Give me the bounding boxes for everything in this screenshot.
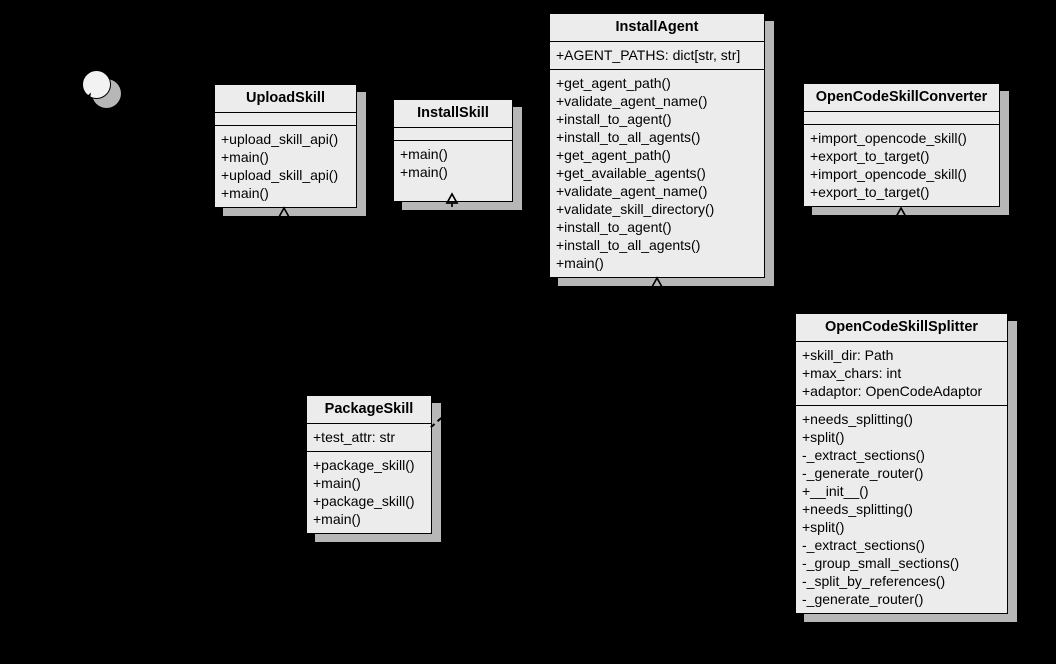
member-line: +needs_splitting()	[802, 501, 913, 517]
member-line: +import_opencode_skill()	[810, 166, 967, 182]
member-line: -_split_by_references()	[802, 573, 946, 589]
member-line: +AGENT_PATHS: dict[str, str]	[556, 47, 741, 63]
class-box-opencode-skill-splitter: OpenCodeSkillSplitter +skill_dir: Path +m…	[795, 313, 1008, 614]
class-title: PackageSkill	[307, 396, 431, 424]
class-methods: +get_agent_path() +validate_agent_name() +…	[550, 70, 764, 277]
class-attributes	[804, 112, 999, 125]
member-line: +skill_dir: Path	[802, 347, 894, 363]
class-methods: +import_opencode_skill() +export_to_targe…	[804, 125, 999, 206]
class-title: InstallSkill	[394, 100, 512, 128]
member-line: +get_agent_path()	[556, 75, 671, 91]
inheritance-arrowhead-icon	[650, 276, 664, 292]
member-line: +main()	[556, 255, 604, 271]
member-line: +__init__()	[802, 483, 869, 499]
member-line: +install_to_agent()	[556, 111, 672, 127]
class-methods: +main() +main()	[394, 141, 512, 201]
member-line: +split()	[802, 519, 845, 535]
class-attributes	[215, 113, 356, 126]
dashed-dependency-arrow-icon	[429, 411, 449, 429]
member-line: -_extract_sections()	[802, 537, 925, 553]
member-line: +upload_skill_api()	[221, 131, 339, 147]
class-box-package-skill: PackageSkill +test_attr: str +package_sk…	[306, 395, 432, 534]
inheritance-arrowhead-icon	[894, 206, 908, 222]
member-line: +export_to_target()	[810, 148, 930, 164]
class-title: OpenCodeSkillSplitter	[796, 314, 1007, 342]
class-box-install-skill: InstallSkill +main() +main()	[393, 99, 513, 202]
class-box-upload-skill: UploadSkill +upload_skill_api()+main()+u…	[214, 84, 357, 208]
class-attributes: +AGENT_PATHS: dict[str, str]	[550, 42, 764, 70]
class-title: UploadSkill	[215, 85, 356, 113]
member-line: -_generate_router()	[802, 591, 924, 607]
member-line: +adaptor: OpenCodeAdaptor	[802, 383, 983, 399]
member-line: +validate_skill_directory()	[556, 201, 715, 217]
member-line: +install_to_agent()	[556, 219, 672, 235]
member-line: +install_to_all_agents()	[556, 237, 701, 253]
member-line: +main()	[400, 146, 448, 162]
class-attributes: +skill_dir: Path +max_chars: int +adaptor:…	[796, 342, 1007, 406]
member-line: +package_skill()	[313, 457, 415, 473]
member-line: +main()	[313, 475, 361, 491]
class-attributes: +test_attr: str	[307, 424, 431, 452]
member-line: +main()	[221, 149, 269, 165]
member-line: +split()	[802, 429, 845, 445]
member-line: -_generate_router()	[802, 465, 924, 481]
member-line: +validate_agent_name()	[556, 93, 708, 109]
class-methods: +upload_skill_api() +main() +upload_skill_…	[215, 126, 356, 207]
member-line: +main()	[221, 185, 269, 201]
member-line: +install_to_all_agents()	[556, 129, 701, 145]
member-line: +validate_agent_name()	[556, 183, 708, 199]
member-line: +get_agent_path()	[556, 147, 671, 163]
module-circle-icon	[82, 70, 111, 99]
member-line: +main()	[313, 511, 361, 527]
class-title: OpenCodeSkillConverter	[804, 84, 999, 112]
class-attributes	[394, 128, 512, 141]
inheritance-arrowhead-icon	[277, 206, 291, 222]
member-line: +export_to_target()	[810, 184, 930, 200]
member-line: -_extract_sections()	[802, 447, 925, 463]
member-line: +import_opencode_skill()	[810, 130, 967, 146]
member-line: -_group_small_sections()	[802, 555, 960, 571]
member-line: +package_skill()	[313, 493, 415, 509]
class-box-install-agent: InstallAgent +AGENT_PATHS: dict[str, str…	[549, 13, 765, 278]
member-line: +main()	[400, 164, 448, 180]
class-box-opencode-skill-converter: OpenCodeSkillConverter +import_opencode_…	[803, 83, 1000, 207]
class-methods: +package_skill() +main() +package_skill() +…	[307, 452, 431, 533]
member-line: +get_available_agents()	[556, 165, 706, 181]
class-methods: +needs_splitting() +split() -_extract_sect…	[796, 406, 1007, 613]
member-line: +max_chars: int	[802, 365, 902, 381]
member-line: +upload_skill_api()	[221, 167, 339, 183]
member-line: +needs_splitting()	[802, 411, 913, 427]
member-line: +test_attr: str	[313, 429, 396, 445]
class-title: InstallAgent	[550, 14, 764, 42]
